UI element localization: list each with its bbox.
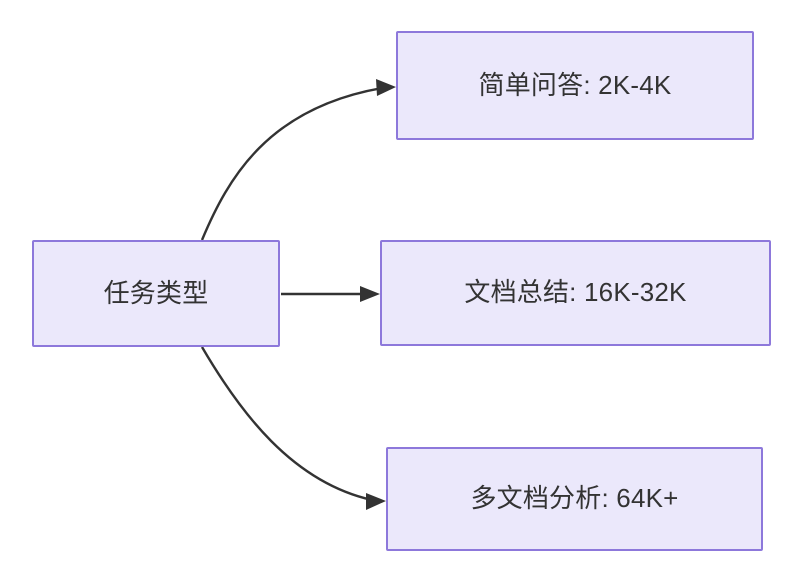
node-root-label: 任务类型 (103, 277, 209, 308)
node-simple-qa-label: 简单问答: 2K-4K (478, 69, 672, 100)
node-doc-summary[interactable]: 文档总结: 16K-32K (380, 240, 771, 346)
edge-root-to-doc-summary (281, 286, 380, 302)
edge-root-to-simple-qa (200, 79, 396, 241)
node-root[interactable]: 任务类型 (32, 240, 280, 347)
node-multidoc-label: 多文档分析: 64K+ (470, 483, 679, 514)
edge-root-to-simple-qa-arrowhead (376, 79, 396, 96)
node-doc-summary-label: 文档总结: 16K-32K (464, 277, 687, 308)
edge-root-to-multidoc-path (200, 346, 373, 502)
edge-root-to-simple-qa-path (200, 86, 383, 241)
edge-root-to-doc-summary-arrowhead (360, 286, 380, 302)
edge-root-to-multidoc-arrowhead (366, 493, 386, 510)
node-multidoc[interactable]: 多文档分析: 64K+ (386, 447, 763, 551)
node-simple-qa[interactable]: 简单问答: 2K-4K (396, 31, 754, 140)
edge-root-to-multidoc (200, 346, 386, 510)
